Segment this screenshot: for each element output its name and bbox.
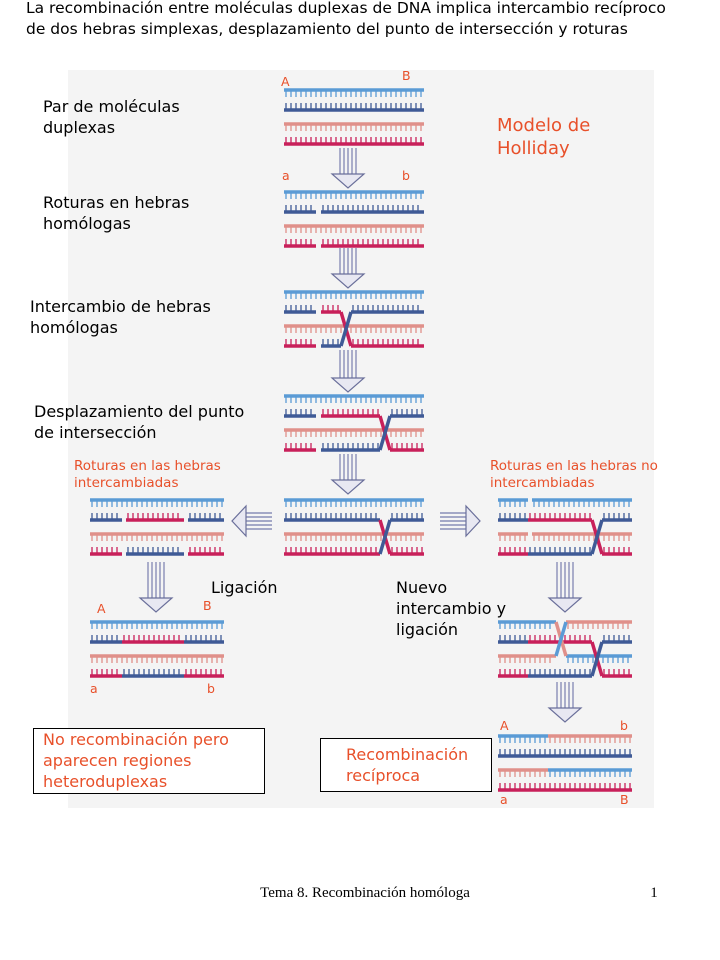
step-breaks-label: Roturas en hebras homólogas (43, 193, 190, 233)
right-breaks-label: Roturas en las hebras no intercambiadas (490, 458, 658, 491)
allele-a-top: a (282, 168, 290, 183)
allele-A-left: A (97, 601, 106, 616)
down-arrow-icon (138, 597, 174, 613)
crossover-strand (378, 415, 392, 451)
step-pair-label: Par de moléculas duplexas (43, 97, 180, 137)
step-migration-label: Desplazamiento del punto de intersección (34, 402, 245, 442)
footer-course: Tema 8. Recombinación homóloga (260, 885, 470, 901)
crossover-strand (590, 519, 604, 555)
left-breaks-label: Roturas en las hebras intercambiadas (74, 458, 221, 491)
right-arrow-icon (465, 504, 481, 538)
left-arrow-icon (231, 504, 247, 538)
allele-a-left: a (90, 681, 98, 696)
allele-b-right: b (620, 718, 628, 733)
slide-title: La recombinación entre moléculas duplexa… (26, 0, 666, 38)
allele-B-top: B (402, 68, 411, 83)
down-arrow-icon (330, 173, 366, 189)
model-label: Modelo de Holliday (497, 115, 591, 159)
down-arrow-icon (330, 479, 366, 495)
step-exchange-label: Intercambio de hebras homólogas (30, 297, 211, 337)
down-arrow-icon (330, 273, 366, 289)
allele-a-right: a (500, 792, 508, 807)
crossover-strand (554, 621, 568, 657)
result-left-text: No recombinación pero aparecen regiones … (43, 730, 229, 791)
result-right-box (320, 738, 492, 792)
allele-B-left: B (203, 598, 212, 613)
down-arrow-icon (547, 597, 583, 613)
allele-b-left: b (207, 681, 215, 696)
crossover-strand (339, 311, 353, 347)
result-left-box (33, 728, 265, 794)
crossover-strand (378, 519, 392, 555)
footer-page-number: 1 (650, 885, 658, 901)
result-right-text: Recombinación recíproca (346, 745, 469, 785)
crossover-strand (590, 641, 604, 677)
allele-A-top: A (281, 74, 290, 89)
ligation-label: Ligación (211, 578, 278, 597)
down-arrow-icon (330, 377, 366, 393)
new-exchange-label: Nuevo intercambio y ligación (396, 578, 507, 639)
down-arrow-icon (547, 707, 583, 723)
allele-b-top: b (402, 168, 410, 183)
allele-A-right: A (500, 718, 509, 733)
allele-B-right: B (620, 792, 629, 807)
